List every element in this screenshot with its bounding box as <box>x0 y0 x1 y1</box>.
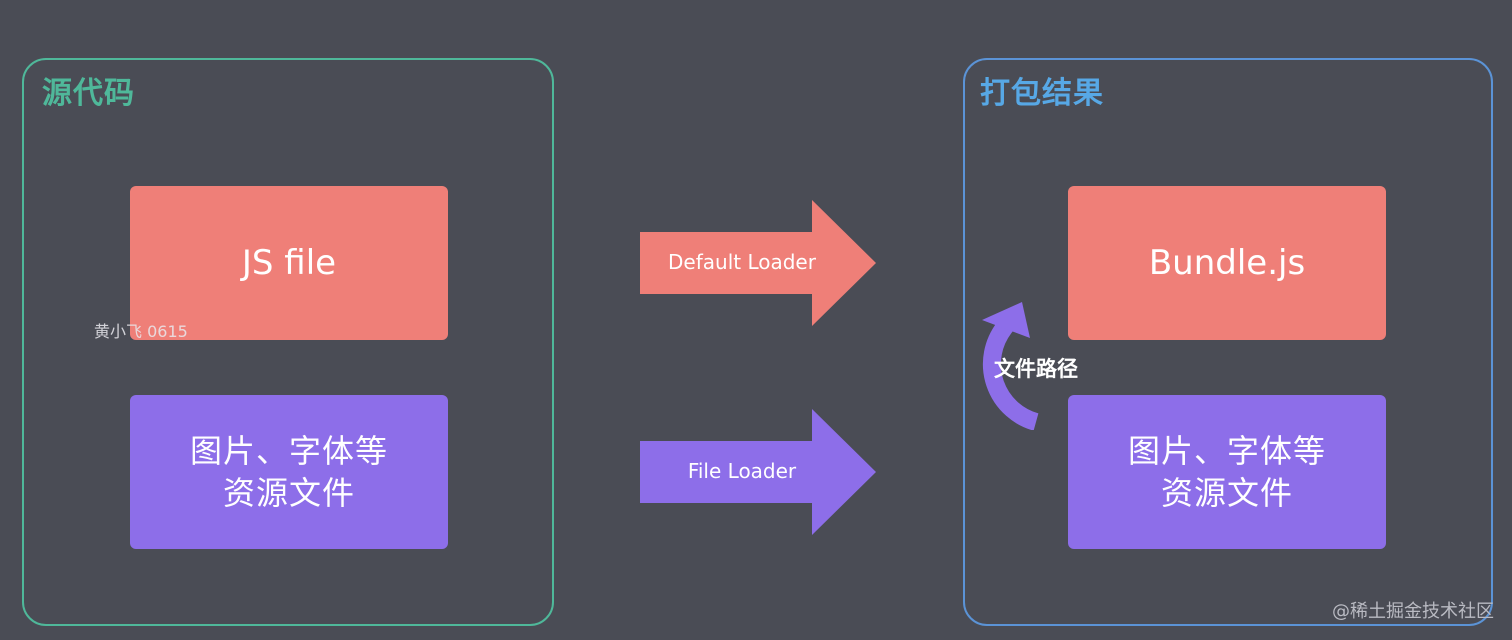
output-assets-line2: 资源文件 <box>1160 474 1293 512</box>
js-file-box: JS file <box>130 186 448 340</box>
file-path-label: 文件路径 <box>994 357 1078 381</box>
file-loader-label: File Loader <box>687 459 797 483</box>
file-path-curved-arrow-icon <box>982 302 1039 430</box>
source-assets-line2: 资源文件 <box>222 474 355 512</box>
bundle-js-label: Bundle.js <box>1148 243 1306 283</box>
js-file-label: JS file <box>241 243 337 283</box>
output-panel-title: 打包结果 <box>980 76 1104 111</box>
source-assets-line1: 图片、字体等 <box>189 432 388 470</box>
bundle-output-panel <box>963 58 1493 626</box>
site-credit: @稀土掘金技术社区 <box>1332 601 1494 622</box>
output-assets-line1: 图片、字体等 <box>1127 432 1326 470</box>
source-panel-title: 源代码 <box>42 76 135 111</box>
file-loader-arrow-icon <box>640 409 876 535</box>
default-loader-arrow-icon <box>640 200 876 326</box>
default-loader-label: Default Loader <box>668 250 816 274</box>
output-assets-box: 图片、字体等 资源文件 <box>1068 395 1386 549</box>
author-watermark: 黄小飞 0615 <box>94 322 188 341</box>
bundle-js-box: Bundle.js <box>1068 186 1386 340</box>
source-assets-box: 图片、字体等 资源文件 <box>130 395 448 549</box>
source-code-panel <box>22 58 554 626</box>
